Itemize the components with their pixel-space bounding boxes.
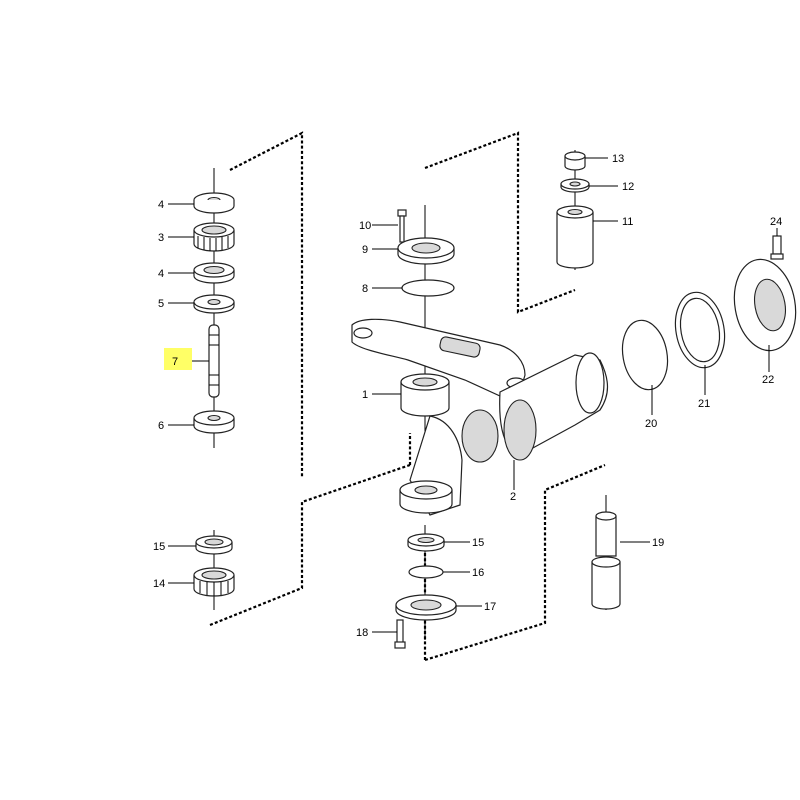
callout-7: 7: [172, 356, 178, 368]
part-12-washer: [560, 178, 590, 193]
part-18-bolt: [394, 619, 406, 649]
lower-left-stack: [193, 530, 235, 610]
callout-labels: 4 3 4 5 7 6 15 14 10 9 8 1 2 15 16 17 18…: [153, 153, 782, 639]
callout-24: 24: [770, 216, 782, 228]
callout-5: 5: [158, 298, 164, 310]
callout-18: 18: [356, 627, 368, 639]
callout-9: 9: [362, 244, 368, 256]
part-4-lower: [193, 262, 235, 284]
part-6-nut: [193, 410, 235, 434]
callout-8: 8: [362, 283, 368, 295]
part-21-ring: [674, 291, 726, 369]
part-5-washer: [193, 294, 235, 314]
part-19-pin: [591, 495, 621, 610]
callout-15: 15: [472, 537, 484, 549]
part-3-bearing: [193, 222, 235, 252]
part-4-upper: [193, 192, 235, 214]
part-20-oring: [621, 319, 669, 391]
part-15-upper: [195, 535, 233, 555]
part-2-spindle: [499, 352, 609, 461]
callout-4: 4: [158, 268, 164, 280]
left-stack: [193, 168, 235, 448]
callout-2: 2: [510, 491, 516, 503]
bushing-stack: [556, 150, 594, 270]
callout-4: 4: [158, 199, 164, 211]
callout-21: 21: [698, 398, 710, 410]
callout-6: 6: [158, 420, 164, 432]
part-1-knuckle: [351, 318, 526, 516]
part-16-oring: [408, 565, 444, 579]
callout-11: 11: [622, 216, 633, 228]
callout-15: 15: [153, 541, 165, 553]
part-8-oring: [401, 279, 455, 297]
part-11-bushing: [556, 205, 594, 269]
callout-17: 17: [484, 601, 496, 613]
part-10-bolt: [397, 209, 407, 243]
part-9-cover: [397, 237, 455, 265]
callout-1: 1: [362, 389, 368, 401]
callout-19: 19: [652, 537, 664, 549]
part-7-highlight: [164, 348, 192, 370]
callout-13: 13: [612, 153, 624, 165]
callout-10: 10: [359, 220, 371, 232]
part-15-lower: [407, 533, 445, 552]
leader-lines: [168, 157, 778, 633]
callout-12: 12: [622, 181, 634, 193]
callout-14: 14: [153, 578, 165, 590]
part-24-bolt: [770, 235, 784, 260]
right-assembly: [621, 235, 797, 391]
part-13-nut: [564, 151, 586, 171]
callout-20: 20: [645, 418, 657, 430]
center-lower-stack: [394, 525, 457, 649]
part-22-flange: [733, 258, 797, 352]
callout-3: 3: [158, 232, 164, 244]
part-14-bearing: [193, 567, 235, 597]
center-assembly: [351, 205, 609, 516]
part-7-stud: [208, 324, 220, 398]
callout-16: 16: [472, 567, 484, 579]
callout-22: 22: [762, 374, 774, 386]
part-17-cover: [395, 594, 457, 621]
